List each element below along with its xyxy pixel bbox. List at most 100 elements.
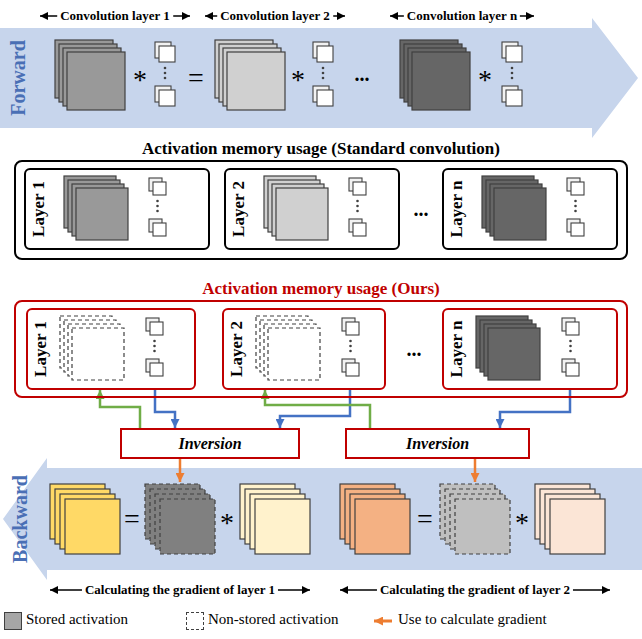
kernel-dots [156,200,159,203]
operator: = [124,505,140,533]
bracket-label: Convolution layer n [404,8,520,24]
activation-map [67,52,125,110]
layer-panel: Layer 1 [24,168,210,250]
kernel-dots [569,340,572,343]
inversion-label: Inversion [178,435,241,453]
activation-map [65,499,120,554]
kernel-dots [511,67,514,70]
layer-panel: Layer 2 [222,308,386,390]
bracket-label: Convolution layer 1 [57,8,173,24]
kernel-dots [156,205,159,208]
kernel-dots [574,205,577,208]
inversion-label: Inversion [406,435,469,453]
activation-map [550,499,605,554]
kernel [159,90,175,106]
layer-panel: Layer 1 [26,308,196,390]
kernel-dots [569,345,572,348]
backward-band [3,458,642,580]
kernel-dots [322,67,325,70]
ellipsis: ... [407,338,422,361]
connector [155,390,175,428]
legend-text: Non-stored activation [208,611,338,628]
kernel [153,223,166,236]
connector [265,390,370,428]
layer-panel: Layer 2 [224,168,400,250]
connector [100,390,140,428]
layer-label: Layer 1 [31,321,51,377]
activation-map [227,52,285,110]
kernel-dots [164,77,167,80]
kernel [353,182,366,195]
kernel [159,46,175,62]
kernel [506,90,522,106]
kernel-dots [164,67,167,70]
activation-map [255,499,310,554]
kernel-dots [356,210,359,213]
layer-label: Layer n [447,181,467,238]
kernel-dots [322,77,325,80]
operator: = [188,64,204,92]
connector [280,390,350,428]
layer-label: Layer n [447,321,467,378]
use-arrow [179,459,182,482]
kernel-dots [511,72,514,75]
legend-text: Use to calculate gradient [398,611,547,628]
direction-label: Backward [9,475,32,563]
non-stored-activation [72,328,124,380]
layer-label: Layer 2 [229,181,249,237]
kernel [346,322,359,335]
activation-map [412,52,470,110]
kernel [566,322,579,335]
kernel-dots [156,210,159,213]
kernel [571,182,584,195]
kernel [150,322,163,335]
layer-label: Layer 1 [29,181,49,237]
use-arrow [474,459,477,482]
direction-label: Forward [7,40,30,116]
kernel-dots [356,200,359,203]
activation-map [276,188,328,240]
operator: * [291,66,305,94]
bracket-label: Calculating the gradient of layer 1 [82,582,278,598]
kernel-dots [356,205,359,208]
legend-arrow [374,620,392,623]
layer-panel: Layer n [442,308,618,390]
non-stored-activation [268,328,320,380]
kernel [353,223,366,236]
layer-label: Layer 2 [227,321,247,377]
legend-swatch [186,612,204,630]
kernel-dots [349,350,352,353]
inversion-box: Inversion [120,428,300,459]
inversion-box: Inversion [345,428,530,459]
kernel [506,46,522,62]
activation-map [488,328,540,380]
operator: * [515,509,529,537]
kernel-dots [349,345,352,348]
operator: = [417,505,433,533]
activation-map [494,188,546,240]
memory-box: Activation memory usage (Ours)Layer 1Lay… [14,300,628,398]
kernel-dots [349,340,352,343]
kernel [346,363,359,376]
non-stored-activation [160,499,215,554]
bracket-label: Convolution layer 2 [217,8,333,24]
operator: * [220,509,234,537]
forward-band [0,18,638,138]
kernel [150,363,163,376]
kernel-dots [164,72,167,75]
kernel [317,90,333,106]
legend-text: Stored activation [26,611,128,628]
activation-map [355,499,410,554]
ellipsis: ... [355,63,370,86]
kernel [317,46,333,62]
kernel [153,182,166,195]
ellipsis: ... [414,198,429,221]
activation-map [76,188,128,240]
kernel-dots [322,72,325,75]
layer-panel: Layer n [442,168,618,250]
operator: * [478,66,492,94]
kernel-dots [153,345,156,348]
operator: * [133,66,147,94]
legend-swatch [4,612,22,630]
